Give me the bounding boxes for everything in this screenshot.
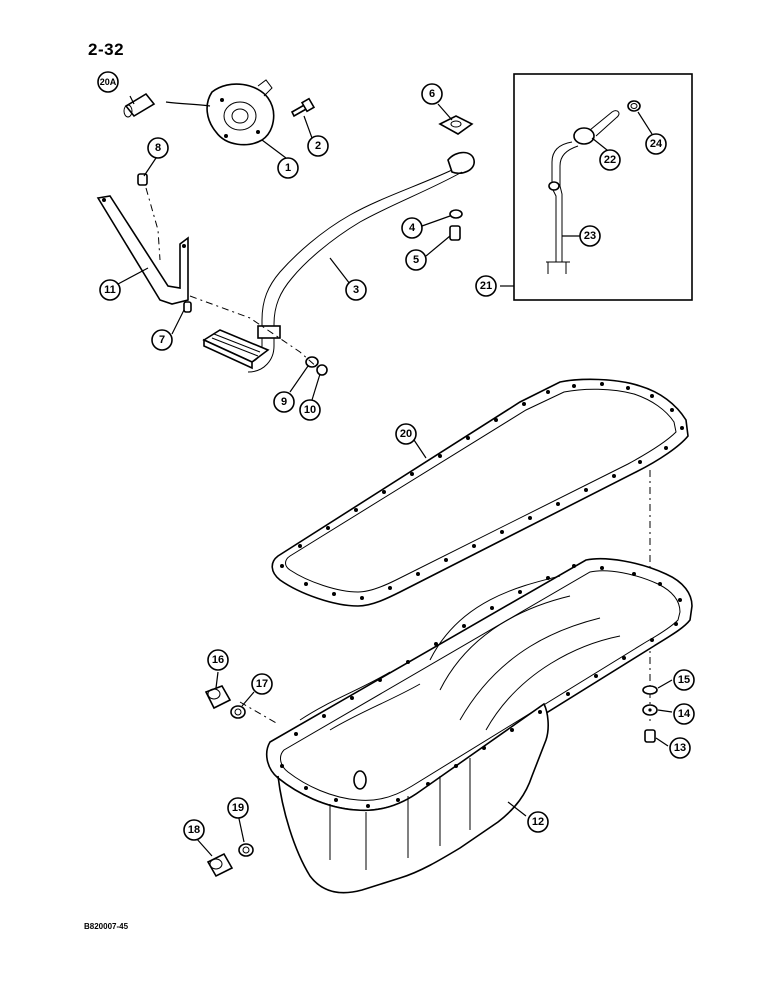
washer-14-part [642,704,658,716]
svg-text:2: 2 [315,140,321,152]
callout-7: 7 [151,329,173,351]
svg-text:13: 13 [674,742,686,754]
svg-text:6: 6 [429,88,435,100]
callout-16: 16 [207,649,229,671]
svg-text:15: 15 [678,674,690,686]
oil-pan-gasket-part [271,378,689,607]
leader-lines [117,95,673,857]
seal-ring-19-part [238,843,254,857]
oil-pump-part [206,79,275,146]
callout-17: 17 [251,673,273,695]
svg-text:1: 1 [285,162,291,174]
capscrew-13-part [644,729,656,743]
mounting-bracket-part [96,195,189,305]
bracket-screw-7-part [183,301,192,313]
svg-text:23: 23 [584,230,596,242]
oil-pan-part [265,557,693,894]
page-number: 2-32 [88,40,125,59]
svg-text:21: 21 [480,280,492,292]
callout-18: 18 [183,819,205,841]
tube-adapter-part [438,115,474,135]
svg-text:18: 18 [188,824,200,836]
svg-text:14: 14 [678,708,691,720]
callout-3: 3 [345,279,367,301]
callout-19: 19 [227,797,249,819]
callout-21: 21 [475,275,497,297]
suction-tube-part [245,151,475,373]
callout-22: 22 [599,149,621,171]
callout-15: 15 [673,669,695,691]
dipstick-inset-box [513,73,693,301]
svg-text:4: 4 [409,222,416,234]
bracket-screw-8-part [137,173,148,186]
svg-text:20: 20 [400,428,412,440]
dipstick-tube-part [546,141,579,274]
oil-strainer-part [202,329,270,370]
svg-text:10: 10 [304,404,316,416]
svg-text:24: 24 [650,138,663,150]
callout-10: 10 [299,399,321,421]
callout-9: 9 [273,391,295,413]
gasket-bolt-holes [280,382,684,600]
svg-text:11: 11 [104,284,116,296]
svg-text:17: 17 [256,678,268,690]
pump-drive-part-20a [123,92,156,118]
svg-text:3: 3 [353,284,359,296]
pan-bolt-holes [280,564,682,808]
callout-1: 1 [277,157,299,179]
svg-text:16: 16 [212,654,224,666]
capscrew-5-part [449,225,461,241]
svg-text:5: 5 [413,254,419,266]
washer-15-part [642,685,658,695]
pump-bolt-part [290,97,316,118]
nut-10-part [316,364,328,376]
svg-text:22: 22 [604,154,616,166]
svg-text:12: 12 [532,816,544,828]
callout-8: 8 [147,137,169,159]
washer-4-part [449,209,463,219]
dipstick-handle-part [573,110,620,145]
callout-4: 4 [401,217,423,239]
callout-24: 24 [645,133,667,155]
drain-plug-18-part [206,852,234,878]
callout-11: 11 [99,279,121,301]
svg-text:8: 8 [155,142,161,154]
callout-13: 13 [669,737,691,759]
callout-2: 2 [307,135,329,157]
dipstick-seal-part [627,100,641,112]
callout-20: 20 [395,423,417,445]
callout-14: 14 [673,703,695,725]
seal-ring-17-part [230,705,246,719]
callout-5: 5 [405,249,427,271]
callout-23: 23 [579,225,601,247]
svg-text:19: 19 [232,802,244,814]
drain-plug-16-part [204,685,232,710]
svg-text:7: 7 [159,334,165,346]
svg-text:20A: 20A [100,77,117,87]
svg-text:9: 9 [281,396,287,408]
callout-12: 12 [527,811,549,833]
figure-code: B820007-45 [84,922,129,931]
callout-20a: 20A [97,71,119,93]
callout-6: 6 [421,83,443,105]
